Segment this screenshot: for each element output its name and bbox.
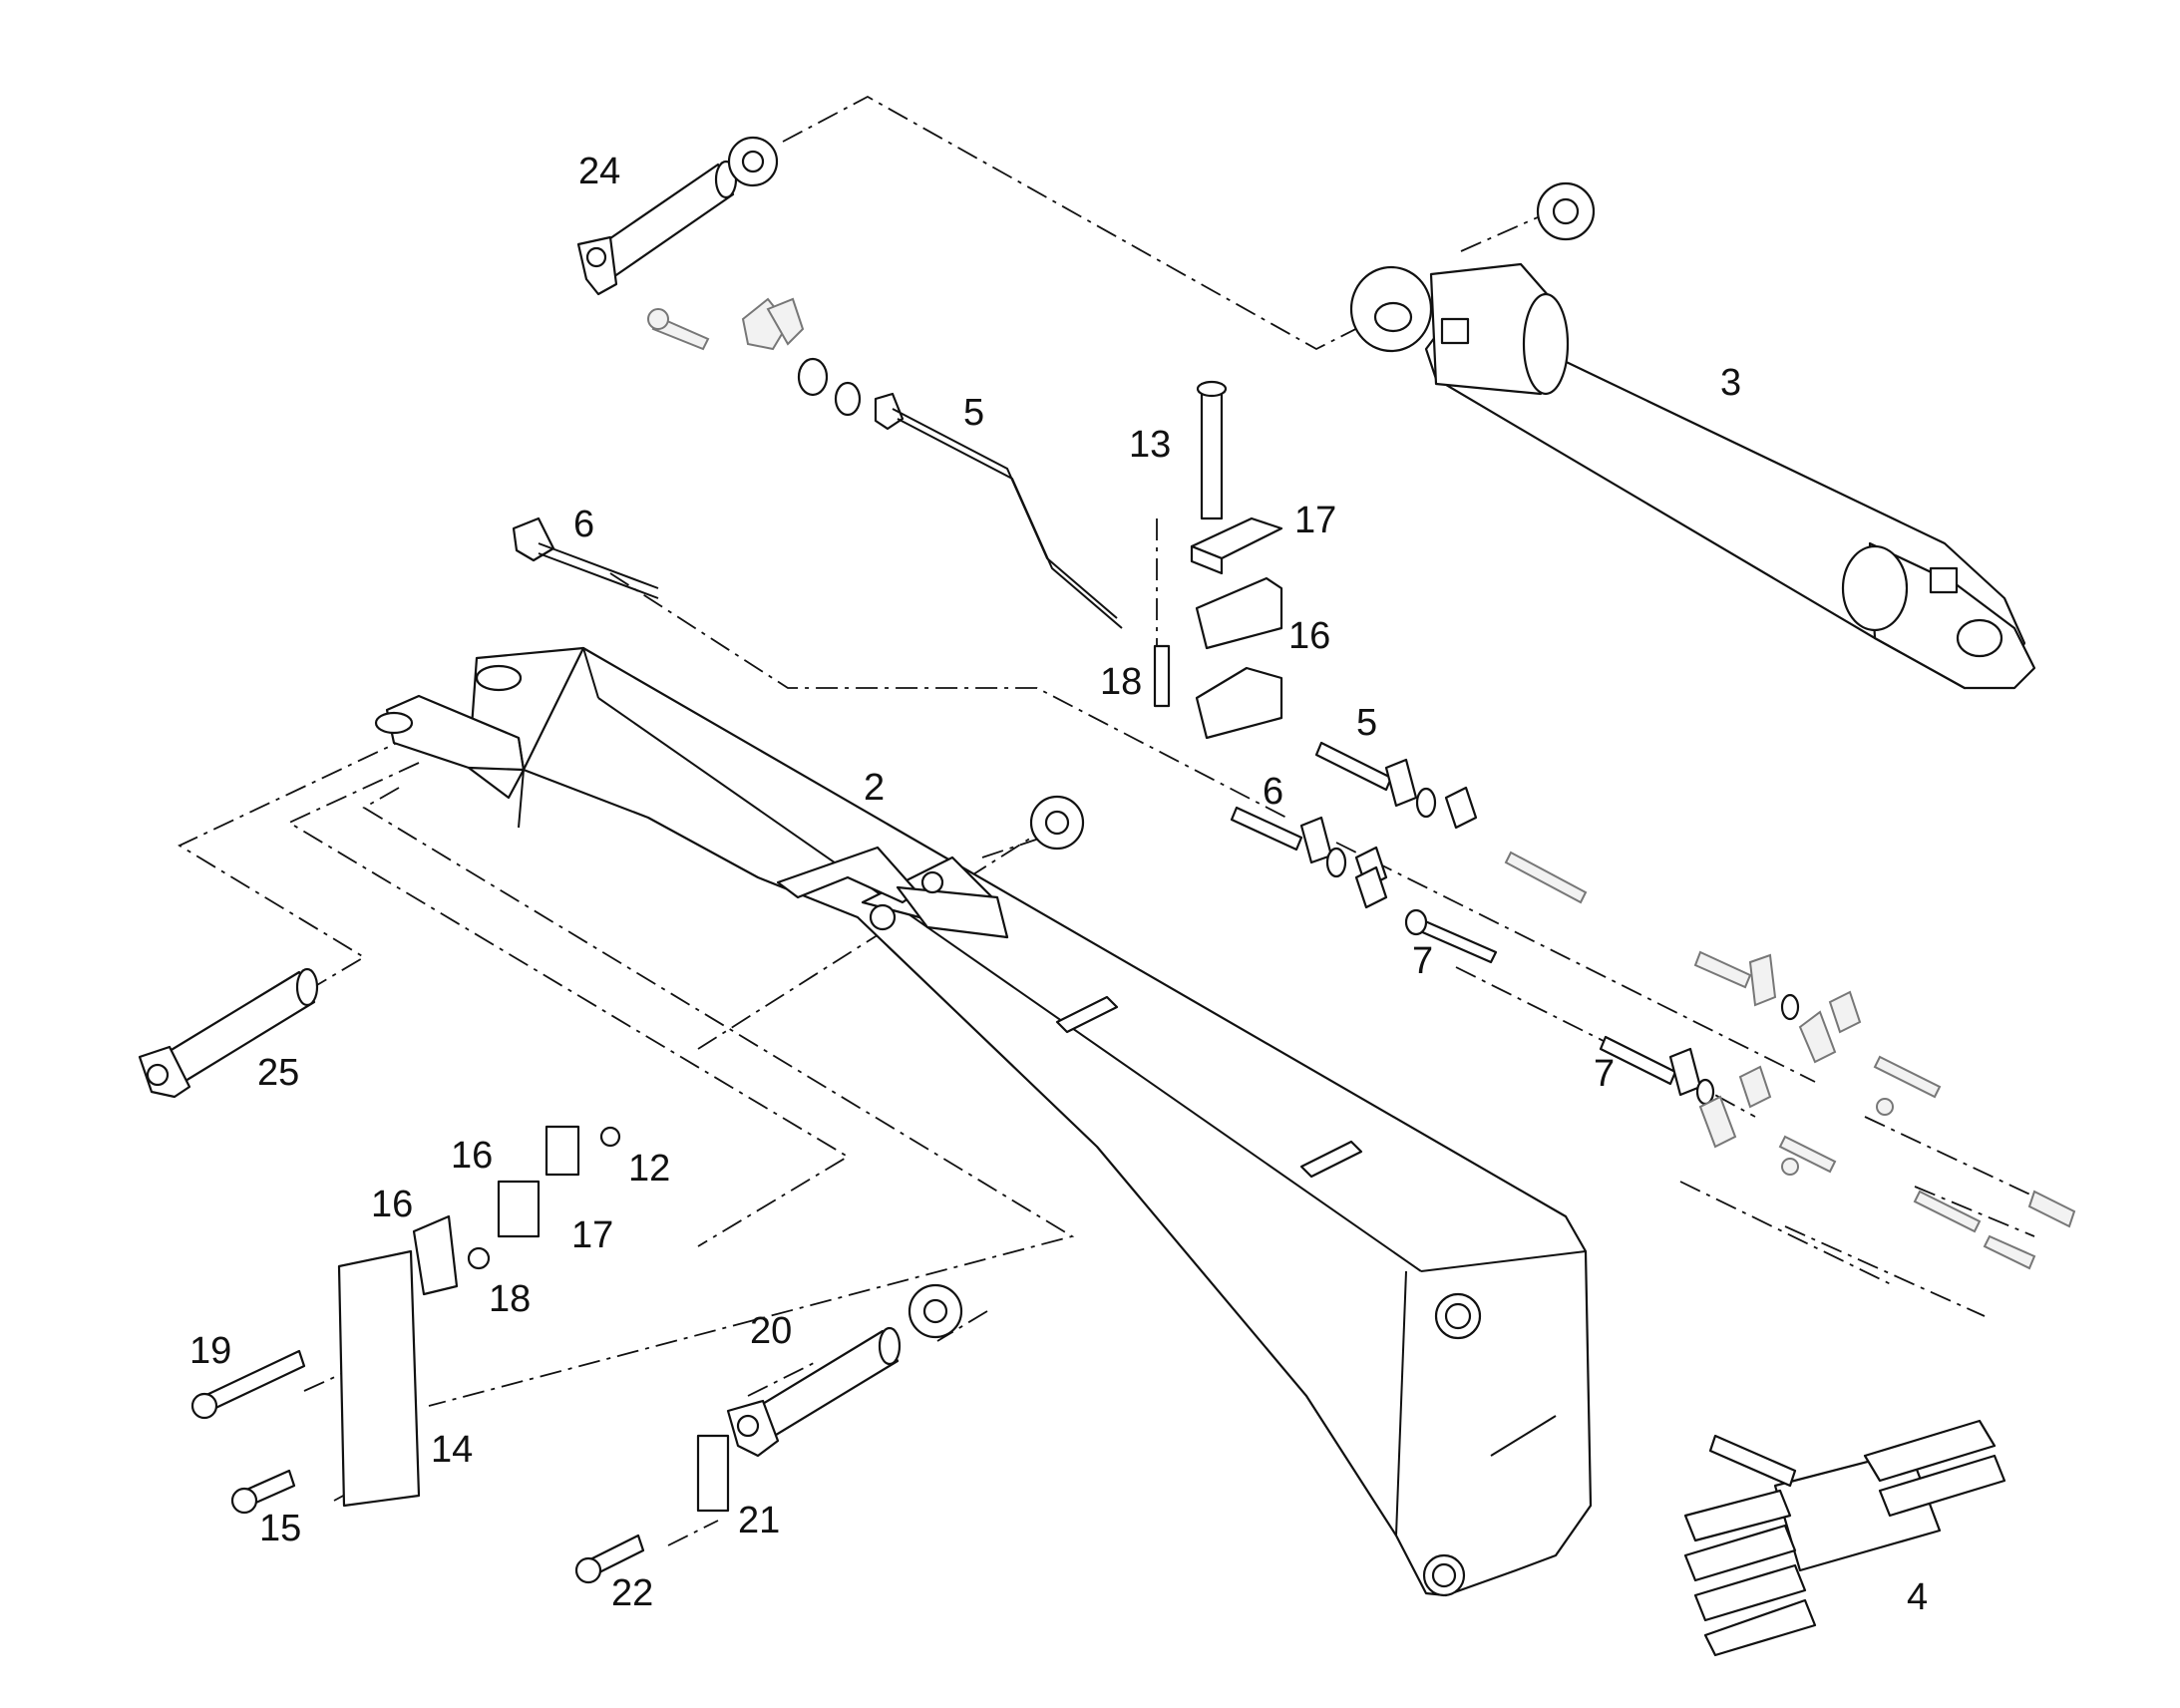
callout-6-upper: 6 (573, 504, 594, 545)
callout-5-lower: 5 (1356, 702, 1377, 744)
callout-20: 20 (750, 1310, 792, 1352)
washer-2 (1029, 795, 1085, 851)
callout-12: 12 (628, 1148, 670, 1190)
callout-7-lower: 7 (1594, 1053, 1615, 1095)
clamp-stack-lower (337, 1125, 621, 1508)
callout-3: 3 (1720, 362, 1741, 404)
callout-17-upper: 17 (1294, 500, 1336, 541)
clamp-stack-upper (1153, 380, 1283, 740)
hydraulic-cylinder (1349, 181, 2036, 690)
callout-15: 15 (259, 1508, 301, 1549)
pin-24-hardware (647, 297, 862, 417)
callout-22: 22 (611, 1572, 653, 1614)
callout-18-upper: 18 (1100, 661, 1142, 703)
callout-17-lower: 17 (571, 1214, 613, 1256)
callout-16-upper: 16 (1288, 615, 1330, 657)
callout-18-lower: 18 (489, 1278, 531, 1320)
grease-fittings-mid (1230, 741, 1715, 1106)
callout-7-mid: 7 (1412, 940, 1433, 982)
callout-2: 2 (864, 767, 885, 809)
callout-labels: 24 3 5 13 17 6 16 18 5 2 6 7 7 25 16 12 … (189, 151, 1928, 1618)
valve-block (1683, 1419, 2006, 1657)
fasteners-bottom-left (190, 1349, 730, 1584)
callout-4: 4 (1907, 1576, 1928, 1618)
leader-lines (178, 95, 2035, 1546)
callout-16-lower-b: 16 (371, 1184, 413, 1225)
callout-21: 21 (738, 1500, 780, 1541)
callout-19: 19 (189, 1330, 231, 1372)
callout-24: 24 (578, 151, 620, 192)
pin-25 (138, 967, 319, 1099)
callout-6-lower: 6 (1263, 771, 1283, 813)
grease-line-5-upper (874, 392, 1123, 629)
pin-24 (576, 136, 779, 296)
main-boom (374, 646, 1593, 1597)
callout-25: 25 (257, 1052, 299, 1094)
pin-20 (726, 1283, 963, 1458)
callout-14: 14 (431, 1429, 473, 1471)
grease-line-6-upper (512, 516, 659, 599)
grease-fittings-ghost (1504, 851, 2076, 1270)
callout-16-lower-a: 16 (451, 1135, 493, 1177)
callout-5-upper: 5 (963, 392, 984, 434)
callout-13: 13 (1129, 424, 1171, 466)
